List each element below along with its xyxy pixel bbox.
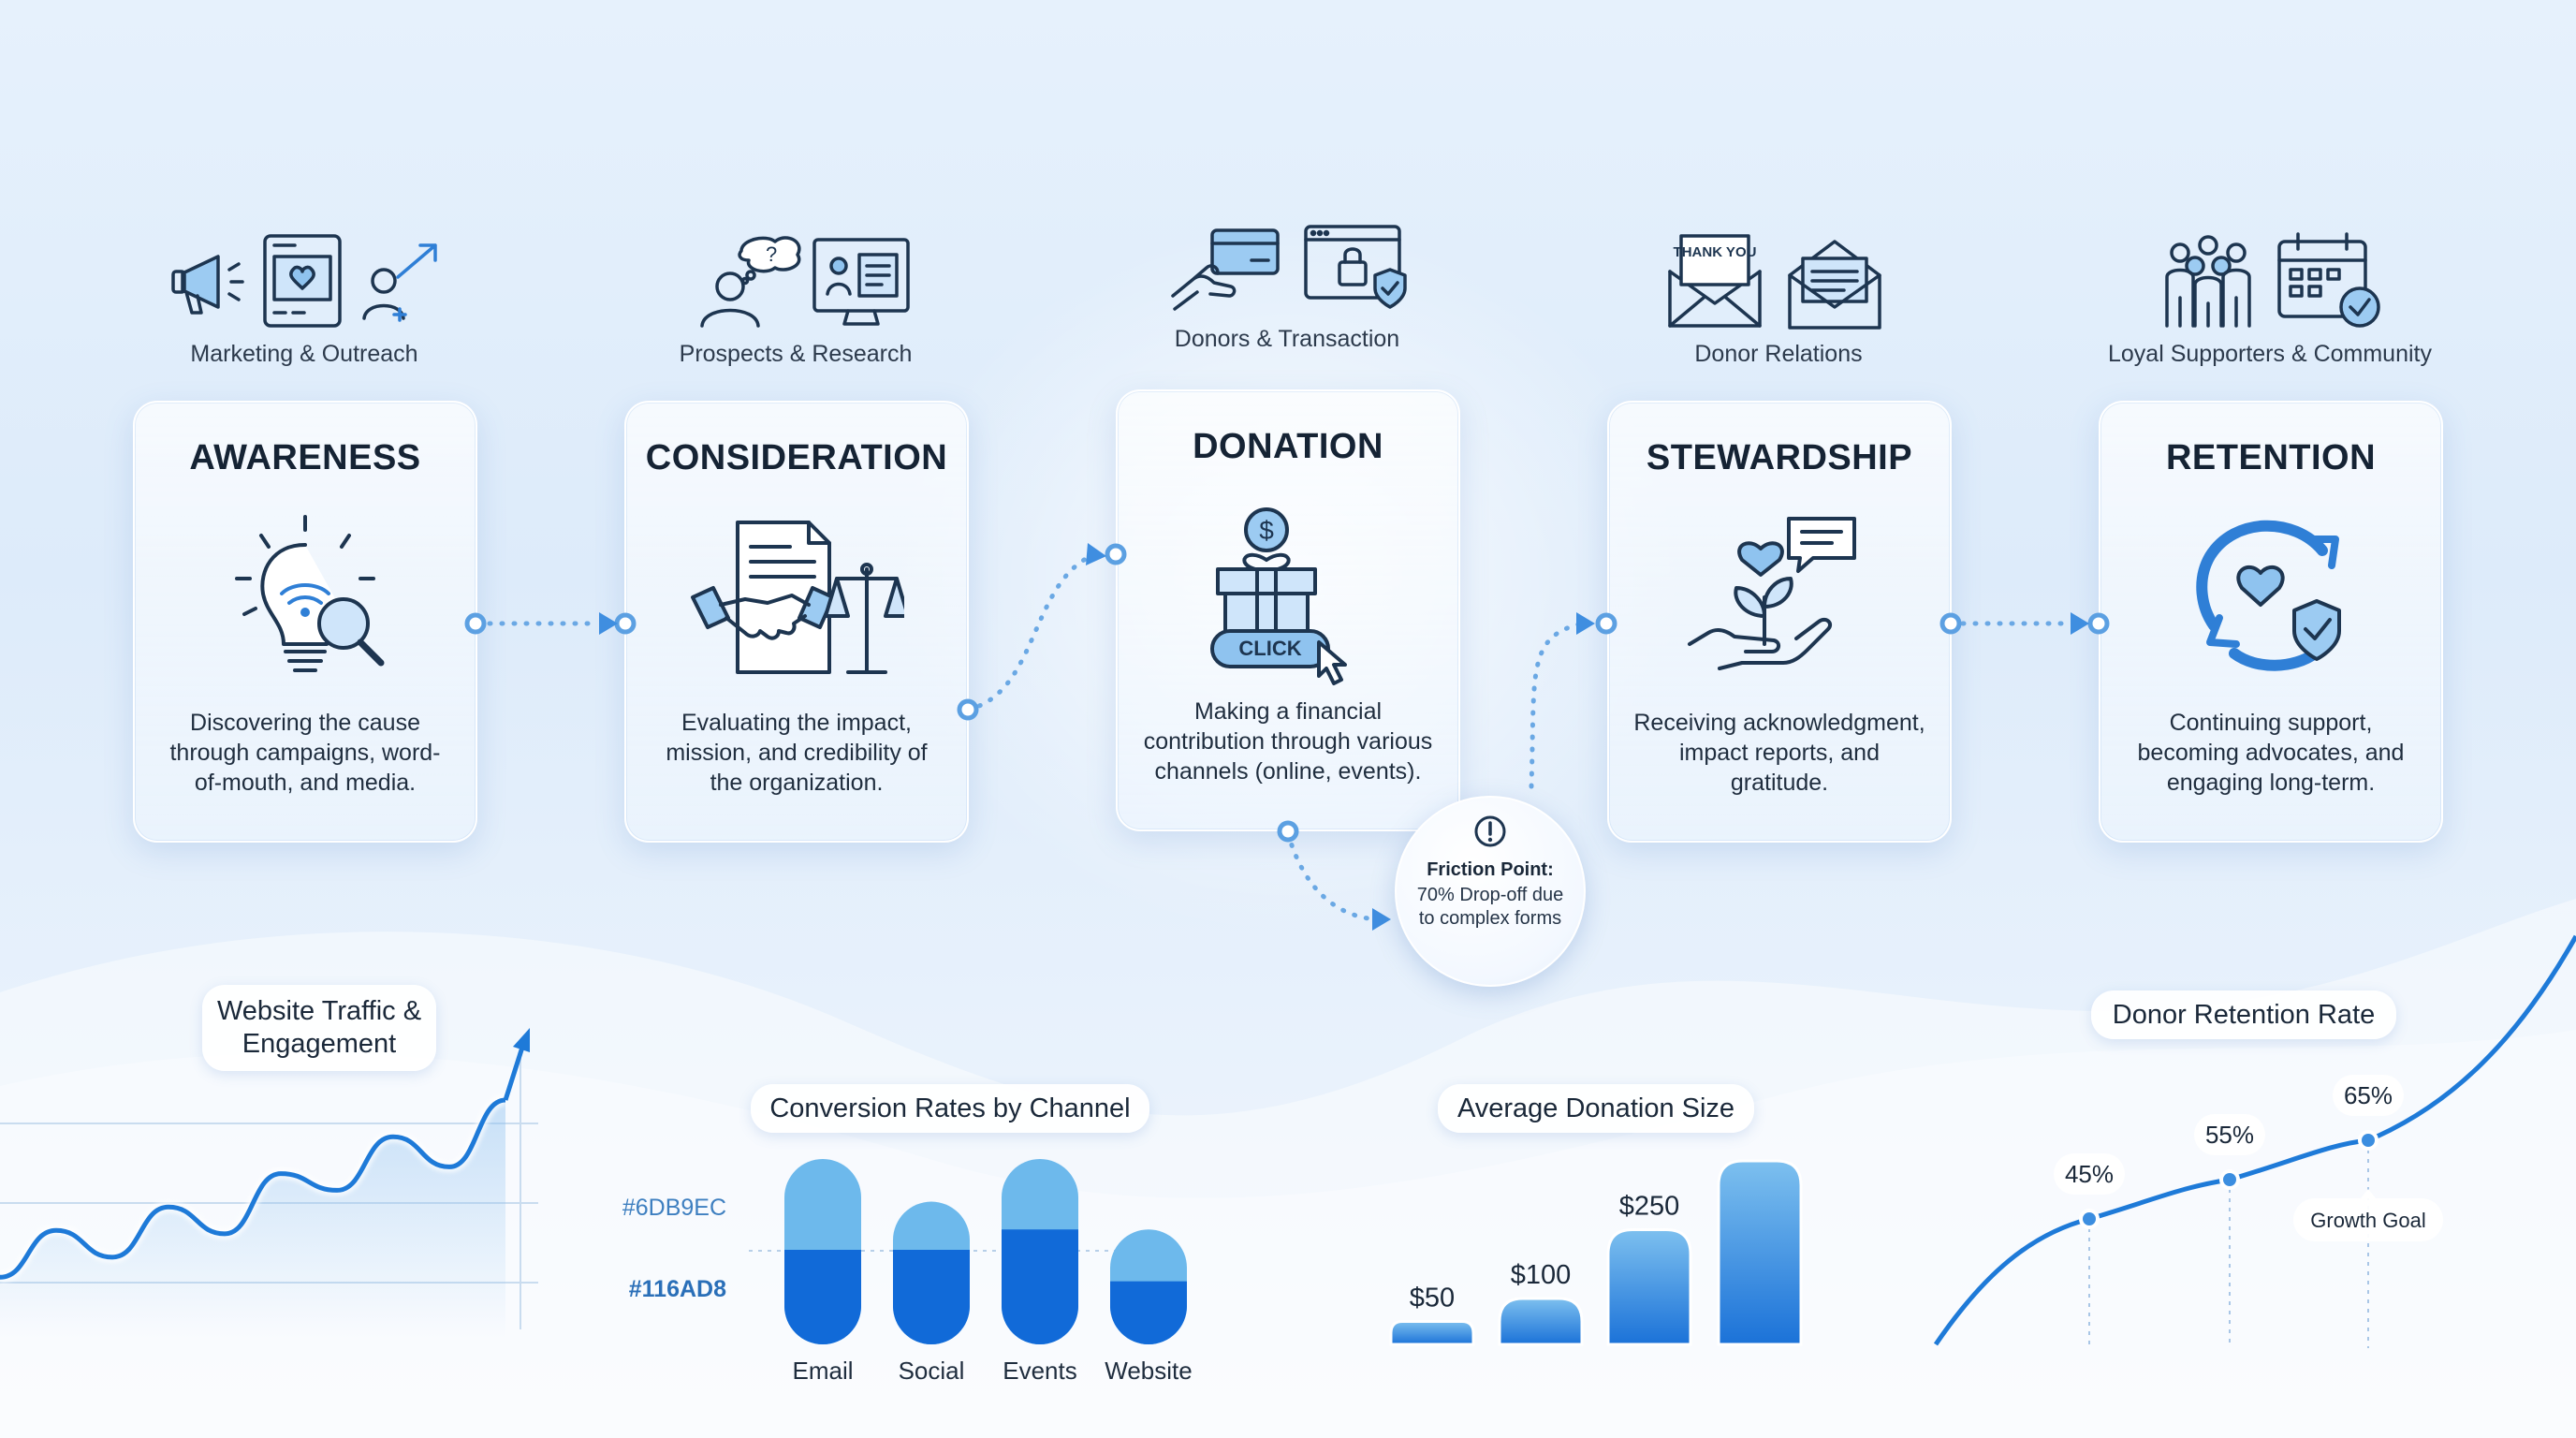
stage-title: AWARENESS — [189, 438, 421, 477]
legend-dark-label: #116AD8 — [629, 1276, 726, 1302]
lightbulb-search-icon — [235, 515, 385, 672]
traffic-chart — [0, 1028, 538, 1339]
conversion-bar — [784, 1159, 861, 1344]
category-label: Social — [899, 1357, 965, 1385]
stage-category: Donors & Transaction — [1174, 326, 1400, 352]
data-point — [2223, 1173, 2236, 1186]
alert-icon — [1474, 815, 1506, 847]
donation-bar — [1717, 1159, 1803, 1346]
hand-card-icon — [1171, 228, 1280, 311]
label-pill — [2333, 1075, 2404, 1116]
handshake-scale-icon — [691, 521, 904, 674]
stage-card-stewardship[interactable]: STEWARDSHIP Receiving acknowledgment, im… — [1607, 401, 1952, 843]
profile-monitor-icon — [812, 238, 910, 326]
calendar-check-icon — [2277, 232, 2380, 328]
conversion-chart: Email Social Events Website #6DB9EC #116AD8 — [622, 1159, 1193, 1385]
click-button-label: CLICK — [1238, 637, 1301, 660]
user-growth-icon — [362, 243, 437, 322]
stage-card-awareness[interactable]: AWARENESS Discovering the cause through … — [133, 401, 477, 843]
annotation-pointer — [2361, 1189, 2376, 1198]
traffic-line — [0, 1097, 506, 1280]
bar-segment-dark — [784, 1250, 861, 1344]
conversion-bar — [1110, 1229, 1187, 1344]
stage-title: CONSIDERATION — [645, 438, 948, 477]
stage-header-awareness: Marketing & Outreach — [140, 228, 468, 368]
chart-title-retention: Donor Retention Rate — [2091, 990, 2396, 1039]
chart-title-traffic: Website Traffic & Engagement — [202, 985, 436, 1071]
stage-title: RETENTION — [2165, 438, 2377, 477]
stage-header-donation: Donors & Transaction — [1123, 221, 1451, 353]
data-label: $100 — [1511, 1260, 1572, 1290]
retention-chart: 45% 55% 65% Growth Goal — [1933, 934, 2576, 1348]
thank-you-text: THANK YOU — [1674, 244, 1757, 260]
stage-description: Making a financial contribution through … — [1143, 698, 1433, 785]
stage-header-consideration: ? Prospects & Research — [632, 228, 959, 368]
stage-card-consideration[interactable]: CONSIDERATION Evaluating the impact, mis… — [624, 401, 969, 843]
data-point — [2083, 1212, 2096, 1225]
stage-header-retention: Loyal Supporters & Community — [2106, 228, 2434, 368]
gift-click-icon: $ CLICK — [1210, 507, 1347, 685]
friction-body: 70% Drop-off due to complex forms — [1416, 885, 1564, 929]
stage-description: Continuing support, becoming advocates, … — [2137, 710, 2405, 796]
thinking-person-icon: ? — [700, 236, 801, 328]
stage-category: Loyal Supporters & Community — [2108, 341, 2432, 367]
data-label: 45% — [2065, 1160, 2114, 1188]
annotation-label: Growth Goal — [2310, 1209, 2426, 1232]
bar-segment-dark — [1002, 1229, 1078, 1344]
conversion-bar — [893, 1201, 970, 1344]
donation-bar — [1389, 1320, 1475, 1346]
category-label: Email — [792, 1357, 853, 1385]
category-label: Events — [1003, 1357, 1077, 1385]
stage-description: Evaluating the impact, mission, and cred… — [666, 710, 928, 796]
data-point — [2362, 1134, 2375, 1147]
traffic-area — [0, 1100, 505, 1339]
bar-segment-dark — [1110, 1281, 1187, 1344]
data-label: 55% — [2205, 1121, 2254, 1149]
data-label: $250 — [1619, 1192, 1680, 1222]
stage-category: Donor Relations — [1694, 341, 1863, 367]
stage-description: Discovering the cause through campaigns,… — [169, 710, 441, 796]
bar-segment-dark — [893, 1250, 970, 1344]
data-label: 65% — [2344, 1081, 2393, 1109]
data-label: $50 — [1410, 1284, 1455, 1313]
thank-you-envelope-icon: THANK YOU — [1668, 234, 1762, 328]
social-post-icon — [263, 234, 342, 328]
stage-title: STEWARDSHIP — [1646, 438, 1913, 477]
category-label: Website — [1105, 1357, 1192, 1385]
label-pill — [2194, 1114, 2265, 1155]
stage-title: DONATION — [1193, 427, 1383, 466]
plant-hand-icon — [1688, 517, 1856, 670]
svg-text:$: $ — [1259, 516, 1274, 545]
label-pill — [2054, 1153, 2125, 1195]
traffic-arrowhead — [513, 1028, 530, 1052]
chart-title-conversion: Conversion Rates by Channel — [751, 1084, 1149, 1133]
stage-card-retention[interactable]: RETENTION Continuing support, becoming a… — [2099, 401, 2443, 843]
stage-category: Marketing & Outreach — [190, 341, 418, 367]
stage-header-stewardship: THANK YOU Donor Relations — [1615, 228, 1942, 368]
stage-category: Prospects & Research — [679, 341, 913, 367]
friction-title: Friction Point: — [1427, 859, 1554, 880]
megaphone-icon — [171, 255, 244, 315]
donation-size-chart: $50 $100 $250 — [1389, 1159, 1803, 1346]
community-group-icon — [2165, 235, 2251, 328]
svg-text:?: ? — [766, 242, 777, 266]
chart-title-donation-size: Average Donation Size — [1438, 1084, 1754, 1133]
friction-point-callout[interactable]: Friction Point: 70% Drop-off due to comp… — [1395, 796, 1586, 987]
legend-light-label: #6DB9EC — [622, 1195, 726, 1221]
donation-bar — [1498, 1297, 1584, 1346]
letter-envelope-icon — [1788, 240, 1881, 330]
secure-browser-icon — [1304, 225, 1407, 309]
conversion-bar — [1002, 1159, 1078, 1344]
heart-cycle-shield-icon — [2196, 520, 2341, 671]
stage-description: Receiving acknowledgment, impact reports… — [1633, 710, 1925, 796]
annotation-pill — [2293, 1198, 2443, 1241]
donation-bar — [1606, 1228, 1692, 1346]
